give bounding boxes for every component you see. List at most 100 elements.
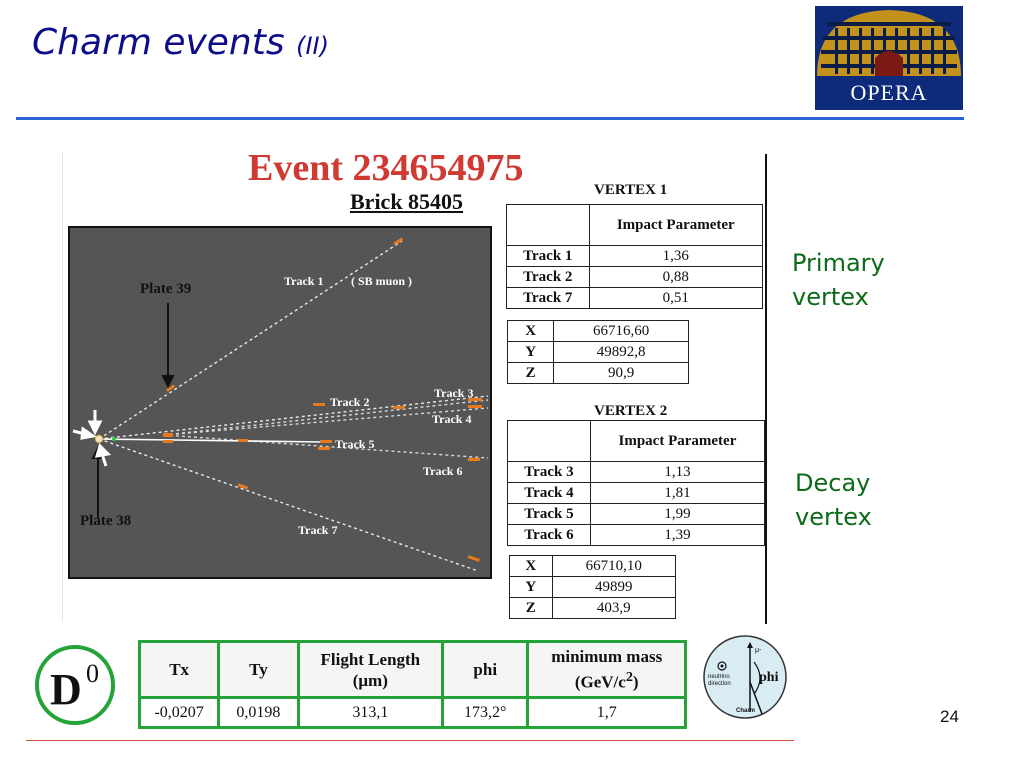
phi-value: 173,2° — [441, 696, 530, 729]
coordinate-value-cell: 66710,10 — [551, 555, 677, 577]
coordinate-value-cell: 403,9 — [551, 597, 677, 619]
plate-38-label: Plate 38 — [80, 513, 131, 529]
table-row: Track 7 0,51 — [506, 287, 764, 309]
kinematics-table: Tx Ty Flight Length (μm) phi minimum mas… — [137, 640, 687, 729]
track-cell: Track 6 — [507, 524, 591, 546]
track-cell: Track 3 — [507, 461, 591, 483]
track-line-6 — [163, 434, 489, 459]
neutrino-label-line1: neutrino — [708, 674, 730, 680]
table-row: Track 1 1,36 — [506, 245, 764, 267]
mass-unit-text: (GeV/c — [574, 672, 626, 692]
track-line-1 — [98, 240, 403, 440]
table-row: Y 49899 — [509, 576, 677, 598]
muon-arrow-icon — [747, 642, 753, 648]
charm-label: Charm — [736, 708, 755, 714]
coordinate-value-cell: 49892,8 — [553, 341, 689, 363]
note-line: Primary — [792, 249, 885, 277]
neutrino-direction-icon — [717, 661, 727, 671]
impact-value-cell: 0,51 — [588, 287, 764, 309]
brick-label: Brick 85405 — [350, 189, 464, 214]
vertex-1-impact-table: Impact Parameter Track 1 1,36 Track 2 0,… — [506, 204, 764, 309]
flight-length-header: Flight Length (μm) — [296, 640, 445, 699]
minimum-mass-header-line2: (GeV/c2) — [530, 667, 683, 693]
d0-particle-badge: D 0 — [35, 645, 115, 725]
table-row: Y 49892,8 — [506, 341, 689, 363]
impact-parameter-header: Impact Parameter — [588, 204, 764, 246]
track-line-4 — [163, 407, 489, 436]
flight-length-header-line1: Flight Length — [320, 649, 421, 669]
impact-value-cell: 1,13 — [589, 461, 766, 483]
mass-unit-close: ) — [632, 672, 639, 692]
vertex-2-coordinate-table: X 66710,10 Y 49899 Z 403,9 — [509, 555, 677, 619]
track-line-7 — [98, 438, 479, 572]
track-6-label: Track 6 — [423, 464, 462, 478]
axis-cell: X — [506, 320, 555, 342]
vertex-2-heading: VERTEX 2 — [594, 403, 668, 419]
page-number: 24 — [940, 707, 959, 726]
table-row: Track 5 1,99 — [507, 503, 766, 525]
phi-angle-diagram: μ- neutrino direction phi Charm — [703, 635, 787, 719]
impact-value-cell: 0,88 — [588, 266, 764, 288]
decay-vertex-dot — [112, 437, 116, 441]
track-2-label: Track 2 — [330, 395, 369, 409]
table-row: X 66710,10 — [509, 555, 677, 577]
coordinate-value-cell: 90,9 — [553, 362, 689, 384]
vertex-1-coordinate-table: X 66716,60 Y 49892,8 Z 90,9 — [506, 320, 689, 384]
sb-muon-label: ( SB muon ) — [351, 274, 412, 288]
phi-arc — [753, 661, 761, 695]
track-cell: Track 1 — [506, 245, 590, 267]
slide-title-suffix: (II) — [296, 32, 329, 60]
mass-unit-superscript: 2 — [625, 669, 633, 686]
phi-diagram-circle — [703, 635, 787, 719]
primary-vertex-dot — [94, 434, 104, 444]
title-underline — [16, 117, 964, 120]
axis-cell: Z — [509, 597, 553, 619]
ty-value: 0,0198 — [217, 696, 300, 729]
axis-cell: X — [509, 555, 553, 577]
footer-line — [26, 740, 794, 741]
coordinate-value-cell: 66716,60 — [553, 320, 689, 342]
impact-value-cell: 1,39 — [589, 524, 766, 546]
track-cell: Track 4 — [507, 482, 591, 504]
plate-39-label: Plate 39 — [140, 281, 191, 297]
slide-title: Charm events (II) — [32, 22, 329, 63]
table-row: Track 3 1,13 — [507, 461, 766, 483]
table-row: Impact Parameter — [506, 204, 764, 246]
d0-badge-circle — [35, 645, 115, 725]
table-corner-cell — [506, 204, 590, 246]
charm-line — [749, 681, 763, 715]
table-row: X 66716,60 — [506, 320, 689, 342]
logo-text: OPERA — [850, 80, 928, 105]
table-row: -0,0207 0,0198 313,1 173,2° 1,7 — [137, 696, 687, 729]
figure-separator — [765, 154, 767, 624]
muon-label: μ- — [755, 647, 762, 654]
tx-header: Tx — [137, 640, 221, 699]
track-3-label: Track 3 — [434, 386, 473, 400]
track-cell: Track 2 — [506, 266, 590, 288]
opera-theatre-logo-icon — [815, 6, 963, 110]
track-5-label: Track 5 — [335, 437, 374, 451]
impact-value-cell: 1,99 — [589, 503, 766, 525]
table-row: Tx Ty Flight Length (μm) phi minimum mas… — [137, 640, 687, 699]
axis-cell: Z — [506, 362, 555, 384]
impact-value-cell: 1,81 — [589, 482, 766, 504]
impact-parameter-header: Impact Parameter — [589, 420, 766, 462]
minimum-mass-value: 1,7 — [526, 696, 687, 729]
vertex-1-heading: VERTEX 1 — [594, 182, 668, 198]
note-line: vertex — [795, 503, 872, 531]
track-7-label: Track 7 — [298, 523, 337, 537]
particle-letter: D — [50, 665, 82, 714]
minimum-mass-header: minimum mass (GeV/c2) — [526, 640, 687, 699]
table-row: Track 6 1,39 — [507, 524, 766, 546]
table-row: Track 2 0,88 — [506, 266, 764, 288]
event-display-frame — [68, 226, 492, 579]
flight-length-value: 313,1 — [296, 696, 445, 729]
coordinate-value-cell: 49899 — [551, 576, 677, 598]
minimum-mass-header-line1: minimum mass — [551, 647, 663, 667]
axis-cell: Y — [506, 341, 555, 363]
note-line: Decay — [795, 469, 871, 497]
track-4-label: Track 4 — [432, 412, 471, 426]
phi-label: phi — [759, 670, 779, 685]
ty-header: Ty — [217, 640, 300, 699]
track-line-5 — [98, 438, 324, 443]
